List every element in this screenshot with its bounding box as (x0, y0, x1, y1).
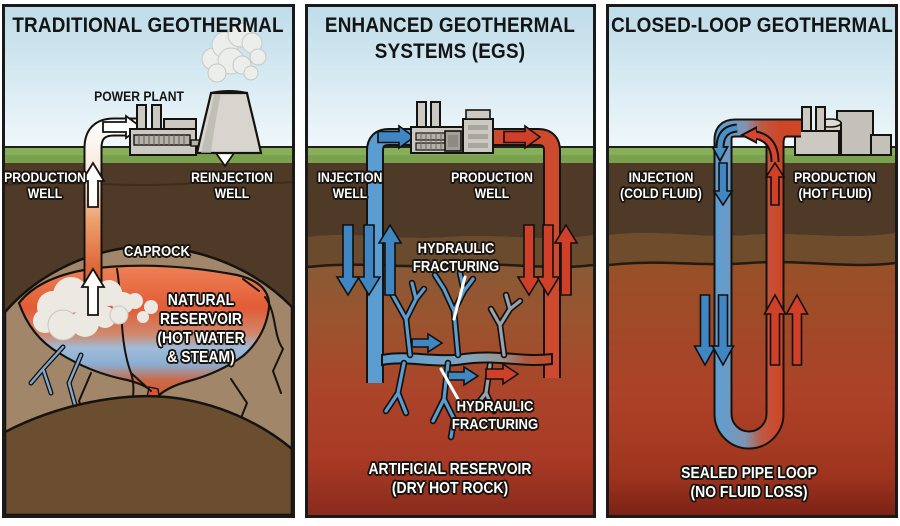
heated-flow-arrow-icon (485, 362, 520, 386)
topsoil (609, 163, 895, 237)
hot-flow-up-arrow-icon (763, 293, 787, 366)
rock-boundary-line (609, 260, 895, 267)
flow-right-arrow-icon (377, 124, 416, 150)
power-plant-label: POWER PLANT (94, 89, 184, 104)
grass-highlight (609, 148, 895, 155)
bedrock-dome (5, 394, 292, 515)
hot-flow-up-arrow-icon (785, 293, 809, 366)
power-plant-icon (794, 106, 892, 156)
sky (308, 7, 593, 149)
artificial-reservoir-label: ARTIFICIAL RESERVOIR(DRY HOT ROCK) (368, 461, 532, 497)
injection-down-arrow-icon (356, 224, 382, 297)
panel-title: TRADITIONAL GEOTHERMAL (12, 14, 284, 37)
hot-rock-body (609, 232, 895, 515)
cold-flow-down-arrow-icon (711, 294, 735, 367)
flow-up-arrow-icon (80, 267, 106, 316)
bend-down-arrow-icon (711, 123, 738, 163)
cooling-tower-steam-icon (201, 22, 267, 83)
production-down-arrow-icon (535, 224, 561, 297)
cooling-tower-icon (195, 90, 263, 155)
flow-up-arrow-icon (80, 161, 106, 208)
injection-label: INJECTION(COLD FLUID) (620, 170, 702, 202)
sealed-pipe-loop-label: SEALED PIPE LOOP(NO FLUID LOSS) (681, 465, 817, 501)
panel-title: CLOSED-LOOP GEOTHERMAL (611, 14, 893, 37)
production-label: PRODUCTION(HOT FLUID) (794, 170, 876, 202)
production-up-arrow-icon (553, 223, 579, 296)
bend-up-arrow-icon (740, 126, 780, 163)
soil-texture-line (5, 181, 292, 186)
cold-flow-down-arrow-icon (712, 162, 734, 207)
injection-down-arrow-icon (335, 224, 361, 297)
panel-traditional-geothermal: TRADITIONAL GEOTHERMAL POWER PLANT PRODU… (2, 4, 295, 518)
egs-art (308, 7, 593, 515)
hot-flow-up-arrow-icon (764, 161, 786, 206)
cold-flow-down-arrow-icon (693, 294, 717, 367)
fracture-flow-arrow-icon (411, 332, 444, 354)
panel-closed-loop-geothermal: CLOSED-LOOP GEOTHERMAL INJECTION(COLD FL… (606, 4, 898, 518)
flow-right-arrow-icon (503, 124, 542, 150)
power-plant-icon (410, 101, 494, 154)
caprock-label: CAPROCK (124, 244, 190, 260)
fracture-network-icon (381, 269, 553, 441)
fracture-flow-arrow-icon (447, 365, 480, 387)
traditional-art (5, 7, 292, 515)
subsoil-band (609, 233, 895, 265)
power-plant-icon (129, 104, 204, 156)
pointer-line (439, 367, 460, 401)
reservoir-steam-icon (33, 277, 158, 341)
water-vein-icons (28, 344, 84, 408)
return-up-arrow-icon (377, 223, 403, 296)
production-down-arrow-icon (516, 224, 542, 297)
horizon-line (609, 146, 895, 149)
pointer-line (452, 275, 467, 321)
closed-loop-art (609, 7, 895, 515)
